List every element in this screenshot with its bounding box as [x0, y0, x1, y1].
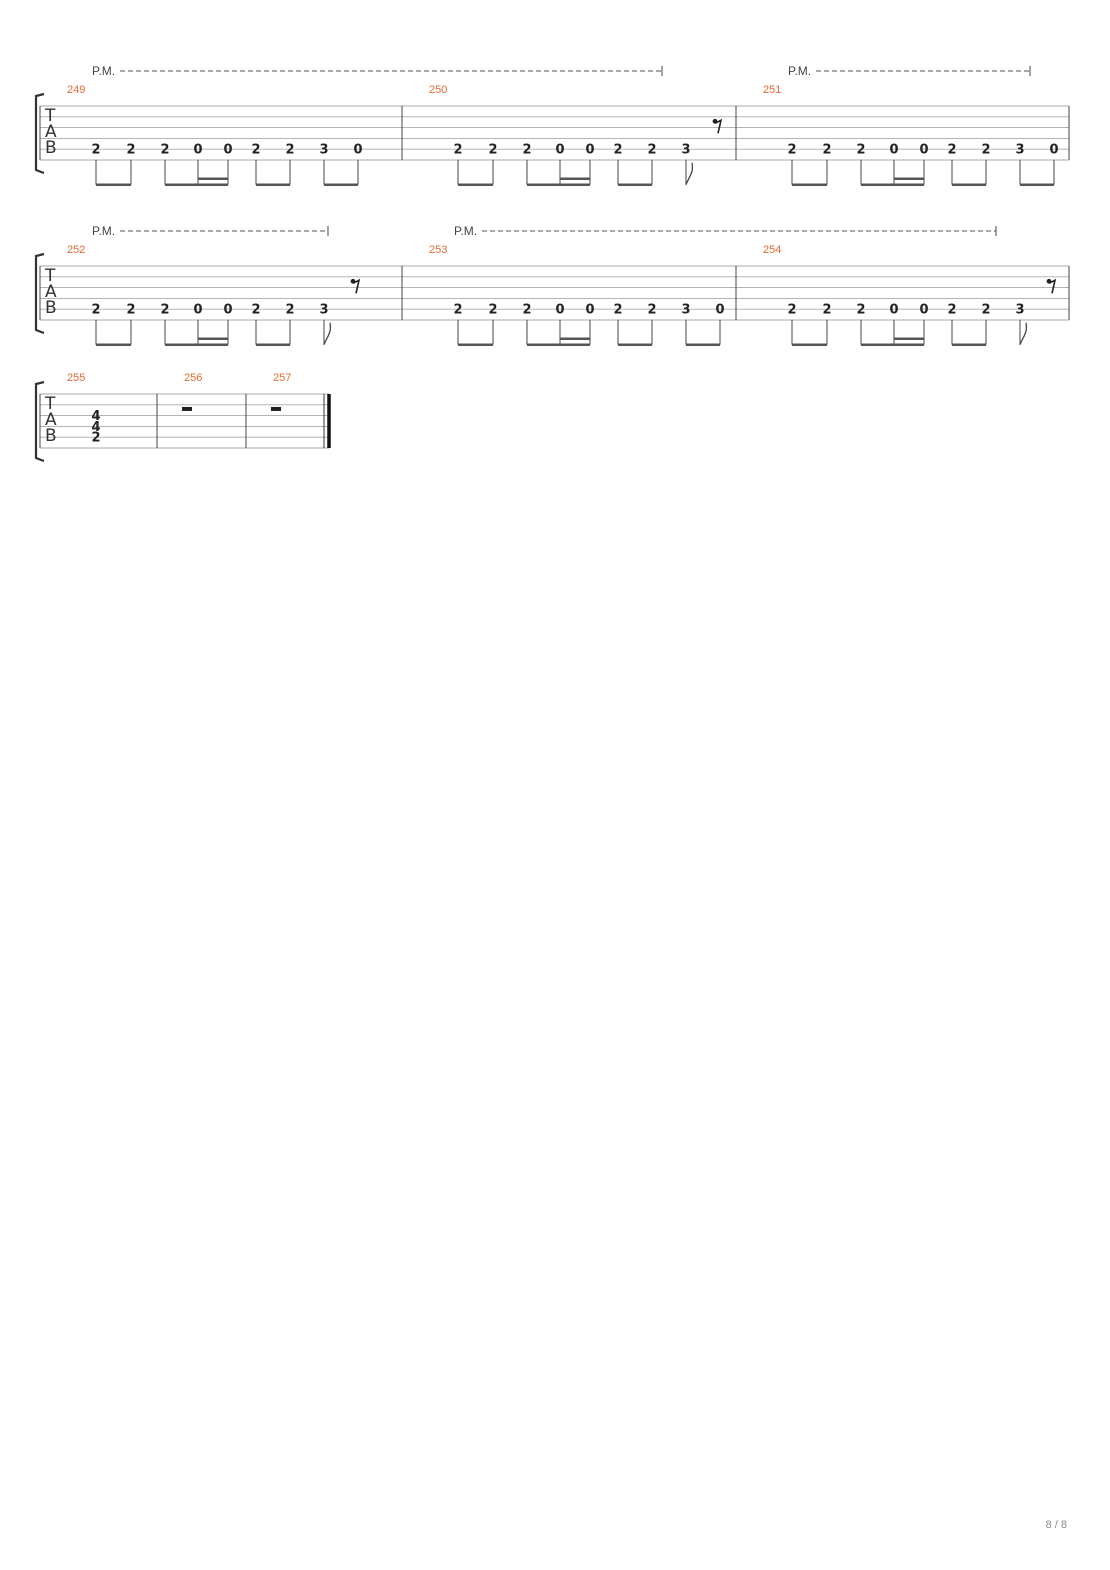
fret-number: 0 [223, 143, 232, 158]
fret-number: 0 [353, 143, 362, 158]
system-bracket [34, 252, 45, 335]
fret-number: 2 [522, 143, 531, 158]
fret-number: 2 [91, 431, 100, 446]
fret-number: 2 [160, 303, 169, 318]
palm-mute-label: P.M. [454, 224, 477, 238]
fret-number: 3 [681, 303, 690, 318]
eighth-rest-stroke [714, 118, 723, 134]
measure-number: 254 [763, 244, 781, 256]
fret-number: 2 [285, 303, 294, 318]
fret-number: 2 [981, 143, 990, 158]
fret-number: 2 [787, 143, 796, 158]
measure-number: 253 [429, 244, 447, 256]
fret-number: 2 [91, 303, 100, 318]
fret-number: 2 [488, 303, 497, 318]
fret-number: 0 [585, 303, 594, 318]
fret-number: 0 [223, 303, 232, 318]
fret-number: 2 [126, 143, 135, 158]
fret-number: 0 [1049, 143, 1058, 158]
fret-number: 4 [91, 420, 100, 435]
fret-number: 0 [889, 143, 898, 158]
system-bracket [34, 380, 45, 463]
page-number: 8 / 8 [1045, 1519, 1067, 1531]
fret-number: 0 [193, 143, 202, 158]
note-flag [685, 162, 694, 185]
fret-number: 3 [681, 143, 690, 158]
measure-number: 250 [429, 84, 447, 96]
fret-number: 2 [947, 303, 956, 318]
system-bracket [34, 92, 45, 175]
fret-number: 2 [251, 303, 260, 318]
tab-clef-letter: A [45, 410, 57, 430]
palm-mute-label: P.M. [788, 64, 811, 78]
fret-number: 0 [555, 303, 564, 318]
whole-rest [271, 406, 281, 411]
fret-number: 2 [488, 143, 497, 158]
fret-number: 2 [453, 143, 462, 158]
eighth-rest-stroke [1048, 278, 1057, 294]
measure-number: 256 [184, 372, 202, 384]
fret-number: 3 [1015, 143, 1024, 158]
eighth-rest-stroke [352, 278, 361, 294]
tab-clef-letter: T [44, 106, 56, 126]
fret-number: 2 [285, 143, 294, 158]
fret-number: 3 [319, 303, 328, 318]
fret-number: 0 [715, 303, 724, 318]
fret-number: 2 [613, 143, 622, 158]
fret-number: 2 [787, 303, 796, 318]
fret-number: 2 [251, 143, 260, 158]
fret-number: 2 [522, 303, 531, 318]
tab-clef-letter: T [44, 266, 56, 286]
fret-number: 2 [160, 143, 169, 158]
fret-number: 0 [193, 303, 202, 318]
tab-clef-letter: A [45, 282, 57, 302]
fret-number: 0 [555, 143, 564, 158]
measure-number: 251 [763, 84, 781, 96]
tab-clef-letter: B [45, 426, 57, 446]
fret-number: 2 [453, 303, 462, 318]
measure-number: 252 [67, 244, 85, 256]
palm-mute-label: P.M. [92, 64, 115, 78]
fret-number: 3 [1015, 303, 1024, 318]
fret-number: 0 [889, 303, 898, 318]
fret-number: 2 [647, 143, 656, 158]
fret-number: 3 [319, 143, 328, 158]
fret-number: 2 [126, 303, 135, 318]
fret-number: 2 [822, 303, 831, 318]
fret-number: 0 [585, 143, 594, 158]
fret-number: 0 [919, 303, 928, 318]
fret-number: 2 [647, 303, 656, 318]
fret-number: 2 [947, 143, 956, 158]
fret-number: 2 [856, 143, 865, 158]
fret-number: 2 [981, 303, 990, 318]
fret-number: 0 [919, 143, 928, 158]
tab-clef-letter: T [44, 394, 56, 414]
tab-clef-letter: A [45, 122, 57, 142]
measure-number: 257 [273, 372, 291, 384]
fret-number: 2 [613, 303, 622, 318]
note-flag [323, 322, 332, 345]
fret-number: 4 [91, 409, 100, 424]
note-flag [1019, 322, 1028, 345]
fret-number: 2 [91, 143, 100, 158]
whole-rest [182, 406, 192, 411]
palm-mute-label: P.M. [92, 224, 115, 238]
tab-clef-letter: B [45, 138, 57, 158]
tab-clef-letter: B [45, 298, 57, 318]
fret-number: 2 [822, 143, 831, 158]
fret-number: 2 [856, 303, 865, 318]
measure-number: 255 [67, 372, 85, 384]
measure-number: 249 [67, 84, 85, 96]
